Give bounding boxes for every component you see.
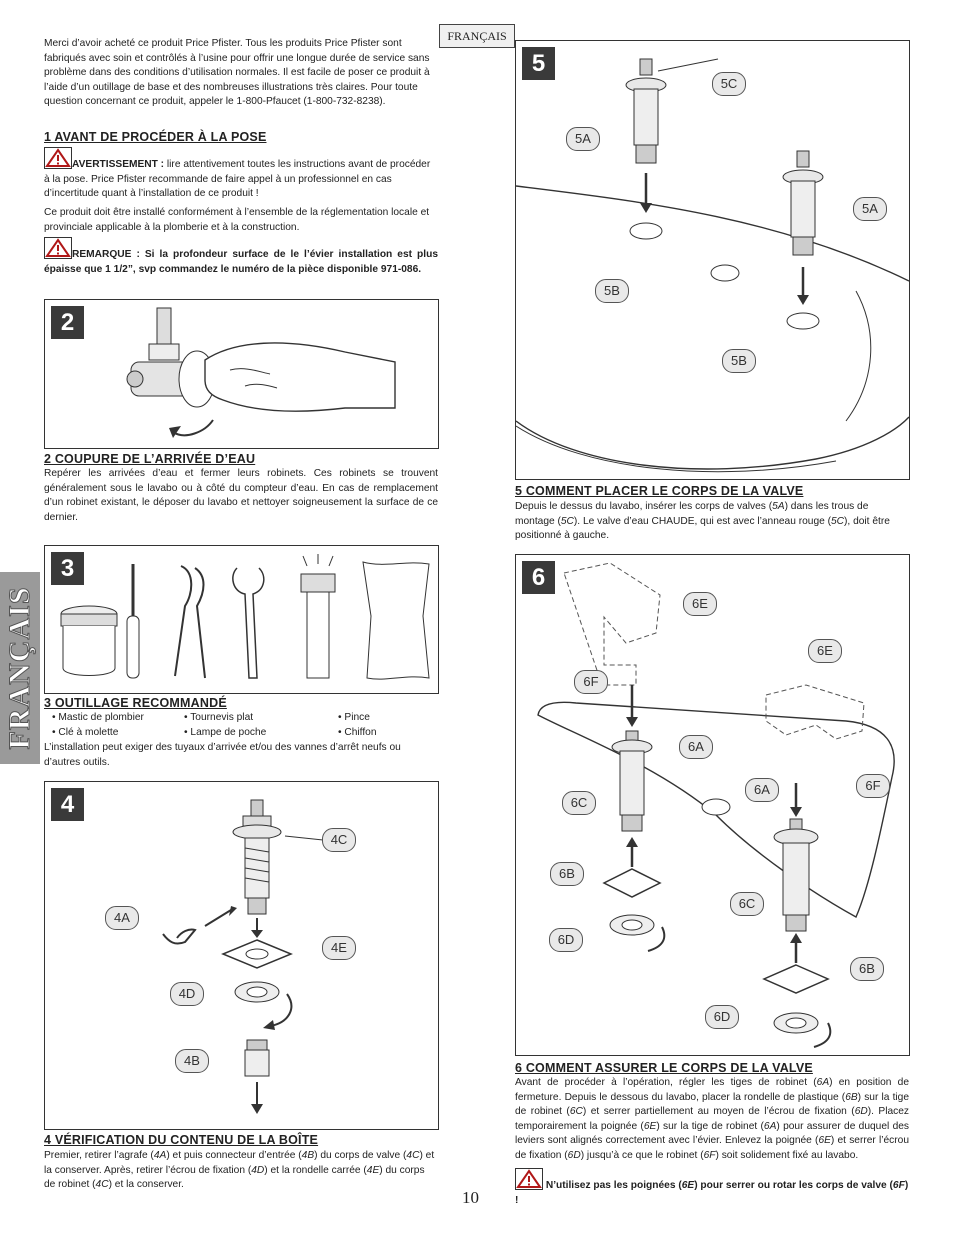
section4-heading: 4 VÉRIFICATION DU CONTENU DE LA BOÎTE (44, 1133, 319, 1147)
section4-text: Premier, retirer l’agrafe (4A) et puis c… (44, 1150, 435, 1191)
section1-heading: 1 AVANT DE PROCÉDER À LA POSE (44, 130, 267, 144)
callout-4a: 4A (105, 906, 139, 930)
box-contents-drawing (162, 799, 324, 1114)
section5-heading: 5 COMMENT PLACER LE CORPS DE LA VALVE (515, 484, 804, 498)
tool-item-wrench: • Clé à molette (52, 727, 119, 738)
callout-5b-left: 5B (595, 279, 629, 303)
callout-6d-right: 6D (705, 1005, 739, 1029)
tool-item-putty: • Mastic de plombier (52, 712, 144, 723)
shutoff-valve-drawing (126, 307, 396, 438)
callout-6b-right: 6B (850, 957, 884, 981)
warning-icon (515, 1168, 543, 1190)
section3-heading: 3 OUTILLAGE RECOMMANDÉ (44, 696, 227, 710)
tools-drawing (60, 554, 430, 680)
note-text: REMARQUE : Si la profondeur surface de l… (44, 249, 438, 275)
callout-4b: 4B (175, 1049, 209, 1073)
callout-6a-right: 6A (745, 778, 779, 802)
callout-5c: 5C (712, 72, 746, 96)
valve-placement-drawing (516, 58, 909, 473)
step6-number: 6 (522, 561, 555, 594)
tool-item-pliers: • Pince (338, 712, 370, 723)
side-language-tab: FRANÇAIS (0, 572, 40, 764)
step5-illustration: 5 5C 5A 5A 5B 5B (515, 40, 910, 480)
section1-note: REMARQUE : Si la profondeur surface de l… (44, 237, 438, 277)
tool-item-screwdriver: • Tournevis plat (184, 712, 254, 723)
step6-illustration: 6 6E 6E 6F 6A 6A 6F (515, 554, 910, 1056)
tool-item-flashlight: • Lampe de poche (184, 727, 267, 738)
step2-illustration: 2 (44, 299, 439, 449)
callout-6e-top: 6E (683, 592, 717, 616)
warning-icon (44, 147, 72, 169)
warning-icon (44, 237, 72, 259)
callout-6c-right: 6C (730, 892, 764, 916)
section6-heading: 6 COMMENT ASSURER LE CORPS DE LA VALVE (515, 1061, 813, 1075)
callout-5a-right: 5A (853, 197, 887, 221)
section2-text: Repérer les arrivées d’eau et fermer leu… (44, 468, 438, 523)
callout-6d-left: 6D (549, 928, 583, 952)
callout-5a-left: 5A (566, 127, 600, 151)
section2-heading: 2 COUPURE DE L’ARRIVÉE D’EAU (44, 452, 256, 466)
callout-6c-left: 6C (562, 791, 596, 815)
step5-number: 5 (522, 47, 555, 80)
callout-4d: 4D (170, 982, 204, 1006)
valve-securing-drawing (537, 562, 895, 1048)
section3-text: L’installation peut exiger des tuyaux d’… (44, 742, 401, 768)
codes-paragraph: Ce produit doit être installé conforméme… (44, 207, 430, 233)
callout-6a-left: 6A (679, 735, 713, 759)
step3-number: 3 (51, 552, 84, 585)
section5-text: Depuis le dessus du lavabo, insérer les … (515, 501, 890, 542)
section6-text: Avant de procéder à l’opération, régler … (515, 1077, 910, 1161)
page-number: 10 (462, 1188, 479, 1207)
step4-illustration: 4 4C 4A 4E 4D 4B (44, 781, 439, 1130)
warning-label: AVERTISSEMENT : (72, 159, 165, 170)
callout-6b-left: 6B (550, 862, 584, 886)
section6-warning: N’utilisez pas les poignées (6E) pour se… (515, 1168, 909, 1208)
callout-6f-right: 6F (856, 774, 890, 798)
language-tab: FRANÇAIS (439, 24, 515, 48)
callout-4e: 4E (322, 936, 356, 960)
tool-item-rag: • Chiffon (338, 727, 377, 738)
step3-illustration: 3 (44, 545, 439, 694)
callout-6e-right: 6E (808, 639, 842, 663)
callout-5b-right: 5B (722, 349, 756, 373)
callout-4c: 4C (322, 828, 356, 852)
section1-warning: AVERTISSEMENT : lire attentivement toute… (44, 147, 438, 202)
callout-6f-left: 6F (574, 670, 608, 694)
step2-number: 2 (51, 306, 84, 339)
intro-paragraph: Merci d’avoir acheté ce produit Price Pf… (44, 38, 430, 108)
side-tab-label: FRANÇAIS (3, 586, 37, 750)
warning-text: lire attentivement toutes les instructio… (44, 159, 431, 200)
step4-number: 4 (51, 788, 84, 821)
